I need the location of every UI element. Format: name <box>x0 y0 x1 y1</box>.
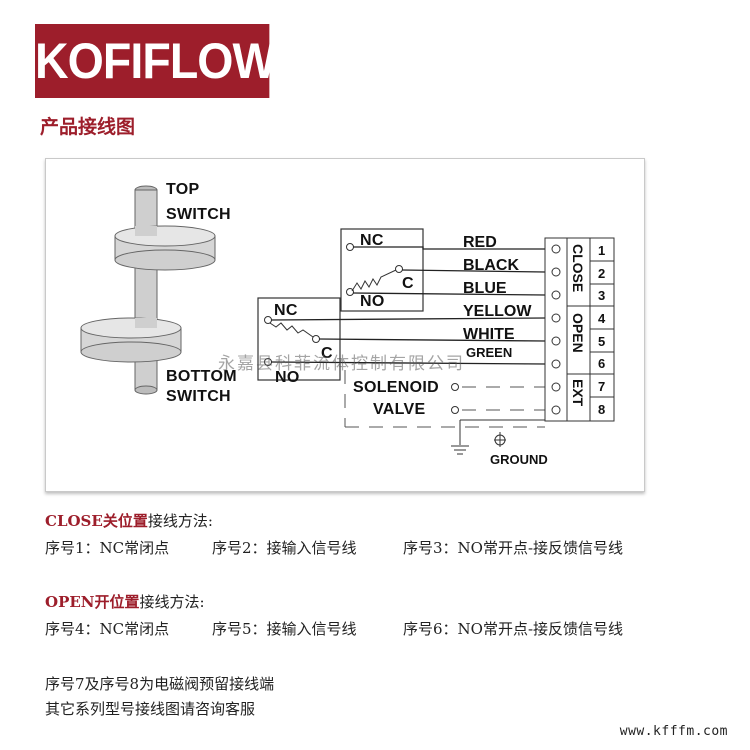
section-title: 产品接线图 <box>40 116 136 138</box>
wires <box>270 246 546 365</box>
wire-label-green: GREEN <box>466 345 512 360</box>
group-close-label: CLOSE <box>570 244 586 292</box>
wire-label-black: BLACK <box>463 257 519 274</box>
wire-label-red: RED <box>463 234 497 251</box>
wire-white <box>318 338 546 342</box>
terminal-1: 1 <box>598 243 605 258</box>
footer-url: www.kfffm.com <box>619 724 728 739</box>
top-switch-label-1: TOP <box>166 181 200 198</box>
kofiflow-logo: KOFIFLOW <box>35 24 276 98</box>
open-title-rest: 接线方法: <box>139 593 205 611</box>
wire-label-yellow: YELLOW <box>463 303 532 320</box>
wire-blue <box>352 292 546 296</box>
lower-c-label: C <box>321 345 333 362</box>
upper-nc-label: NC <box>360 232 384 249</box>
wire-yellow <box>270 317 546 321</box>
terminal-block <box>544 237 615 422</box>
upper-c-label: C <box>402 275 414 292</box>
solenoid-label-1: SOLENOID <box>353 379 439 396</box>
terminal-7: 7 <box>598 379 605 394</box>
solenoid-label-2: VALVE <box>373 401 425 418</box>
wire-green <box>270 361 546 365</box>
close-section-title: CLOSE关位置接线方法: <box>45 510 213 531</box>
close-title-rest: 接线方法: <box>147 512 213 530</box>
wire-label-blue: BLUE <box>463 280 507 297</box>
lower-nc-label: NC <box>274 302 298 319</box>
bottom-switch-label-1: BOTTOM <box>166 368 237 385</box>
lower-micro-switch: NC NO C <box>257 297 341 386</box>
lower-no-label: NO <box>275 369 300 386</box>
company-watermark: 永嘉县科菲流体控制有限公司 <box>218 354 465 374</box>
open-item-2: 序号5：接输入信号线 <box>212 620 357 638</box>
close-title-highlight: CLOSE关位置 <box>45 512 148 530</box>
open-item-3: 序号6：NO常开点-接反馈信号线 <box>403 620 624 638</box>
note-1: 序号7及序号8为电磁阀预留接线端 <box>45 675 275 693</box>
wire-black <box>401 269 546 273</box>
bottom-switch-label-2: SWITCH <box>166 388 231 405</box>
solenoid-terminal-1 <box>451 383 459 391</box>
terminal-4: 4 <box>598 311 606 326</box>
group-ext-label: EXT <box>570 379 586 407</box>
wire-label-white: WHITE <box>463 326 515 343</box>
terminal-5: 5 <box>598 334 605 349</box>
terminal-6: 6 <box>598 356 605 371</box>
close-section-items: 序号1：NC常闭点 序号2：接输入信号线 序号3：NO常开点-接反馈信号线 <box>45 537 623 558</box>
group-open-label: OPEN <box>570 313 586 353</box>
note-2: 其它系列型号接线图请咨询客服 <box>45 700 256 718</box>
ground-label: GROUND <box>490 452 548 467</box>
open-section-items: 序号4：NC常闭点 序号5：接输入信号线 序号6：NO常开点-接反馈信号线 <box>45 618 623 639</box>
upper-no-label: NO <box>360 293 385 310</box>
close-item-3: 序号3：NO常开点-接反馈信号线 <box>403 539 624 557</box>
open-item-1: 序号4：NC常闭点 <box>45 620 170 638</box>
terminal-2: 2 <box>598 266 605 281</box>
terminal-8: 8 <box>598 402 605 417</box>
top-switch-label-2: SWITCH <box>166 206 231 223</box>
close-item-1: 序号1：NC常闭点 <box>45 539 170 557</box>
close-item-2: 序号2：接输入信号线 <box>212 539 357 557</box>
wire-red <box>353 246 545 250</box>
open-section-title: OPEN开位置接线方法: <box>45 591 205 612</box>
terminal-3: 3 <box>598 288 605 303</box>
solenoid-wires <box>344 370 545 428</box>
bottom-cam <box>80 317 182 363</box>
open-title-highlight: OPEN开位置 <box>45 593 140 611</box>
ground-symbol <box>451 419 545 455</box>
solenoid-terminal-2 <box>451 406 459 414</box>
top-cam <box>114 225 216 271</box>
shaft <box>134 185 158 395</box>
